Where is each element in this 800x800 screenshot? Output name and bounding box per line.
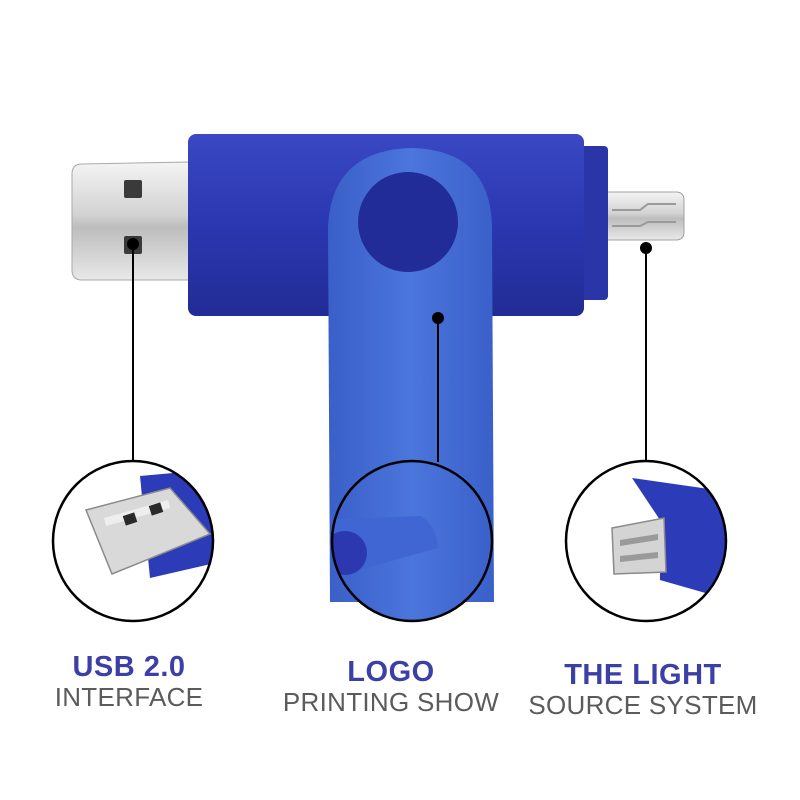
caption-title: LOGO bbox=[347, 656, 435, 688]
detail-circle-usb bbox=[51, 459, 215, 623]
caption-subtitle: PRINTING SHOW bbox=[282, 687, 500, 717]
usb-a-connector bbox=[71, 161, 191, 281]
caption-light: THE LIGHT SOURCE SYSTEM bbox=[528, 660, 757, 720]
micro-usb-connector bbox=[603, 191, 685, 241]
caption-subtitle: SOURCE SYSTEM bbox=[528, 690, 758, 720]
caption-subtitle: INTERFACE bbox=[54, 682, 204, 712]
pivot-button-icon bbox=[358, 172, 458, 272]
detail-circle-logo bbox=[330, 459, 494, 623]
caption-logo: LOGO PRINTING SHOW bbox=[283, 657, 499, 717]
detail-circle-micro bbox=[564, 459, 728, 623]
connector-hole-icon bbox=[124, 180, 142, 198]
caption-title: THE LIGHT bbox=[564, 659, 722, 691]
caption-usb: USB 2.0 INTERFACE bbox=[55, 652, 204, 712]
caption-title: USB 2.0 bbox=[72, 651, 186, 683]
callout-lines bbox=[127, 238, 652, 462]
